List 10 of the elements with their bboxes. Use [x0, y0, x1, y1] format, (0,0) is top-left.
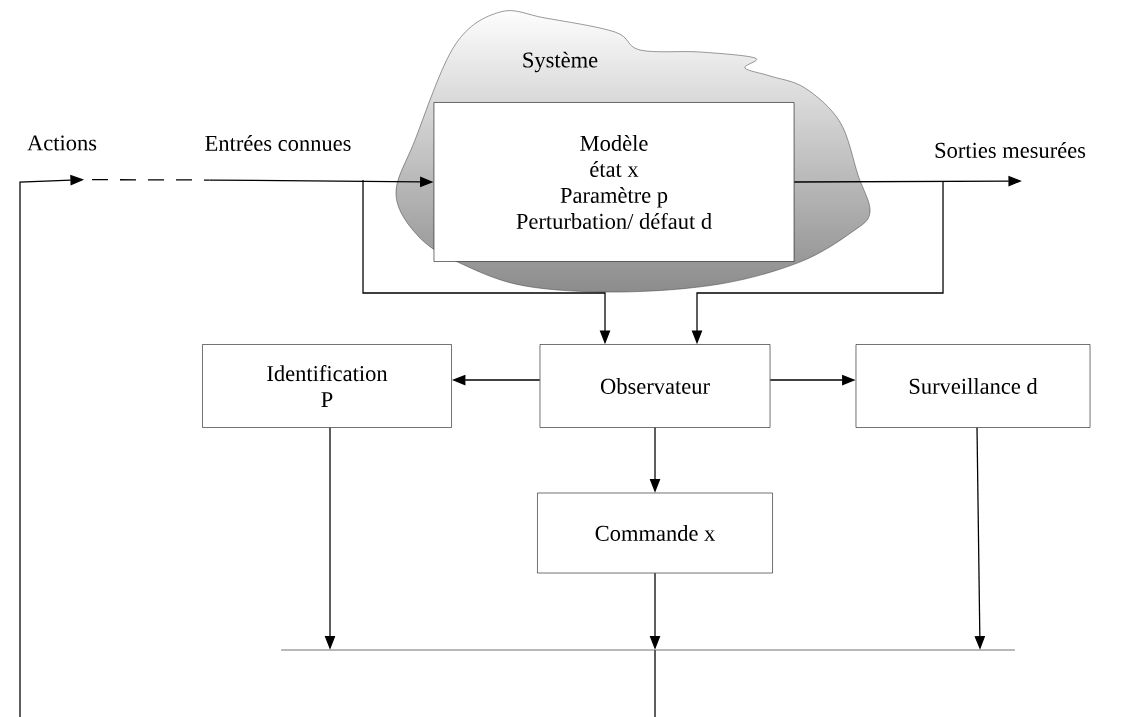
model-box: Modèle état x Paramètre p Perturbation/ défaut d — [433, 102, 795, 262]
process-box: Surveillance d — [855, 344, 1091, 428]
process-box: Identification P — [202, 344, 452, 428]
input-label: Entrées connues — [205, 135, 351, 151]
process-box: Observateur — [539, 344, 771, 428]
arrow — [19, 174, 656, 717]
process-box: Commande x — [537, 492, 773, 574]
bus-line — [280, 649, 1016, 651]
input-label: Actions — [27, 135, 97, 151]
output-label: Sorties mesurées — [935, 142, 1086, 158]
